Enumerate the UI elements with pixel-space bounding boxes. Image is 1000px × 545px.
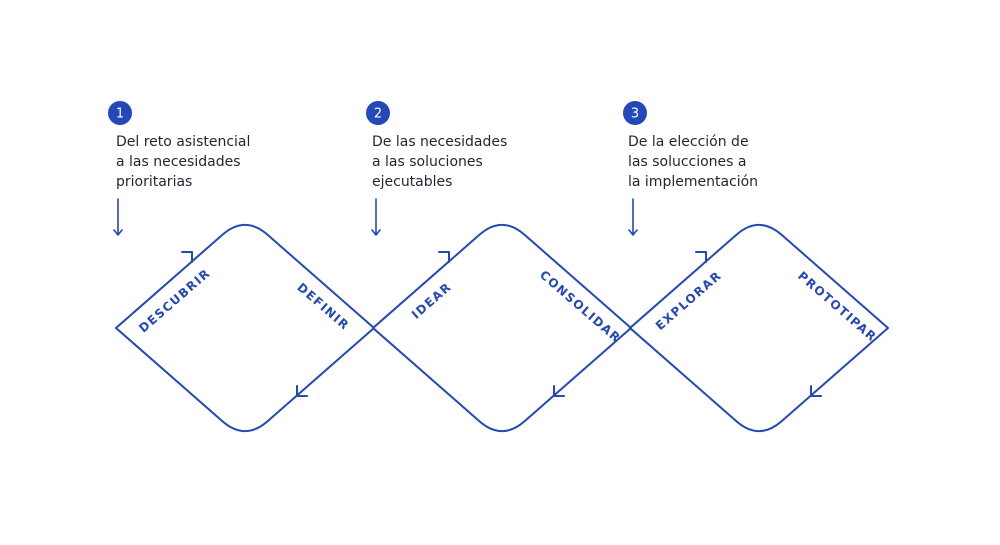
arrow-down-icon [371, 198, 381, 236]
arrow-down-left-icon [553, 385, 565, 397]
arrow-down-left-icon [810, 385, 822, 397]
step-2-text: De las necesidades a las soluciones ejec… [372, 134, 508, 190]
diamond-1 [115, 223, 375, 433]
phase-label-2-left: IDEAR [409, 280, 455, 322]
step-badge-2 [366, 101, 390, 125]
arrow-up-right-icon [695, 251, 707, 263]
phase-label-2-right: CONSOLIDAR [537, 268, 624, 346]
arrow-down-icon [628, 198, 638, 236]
arrow-down-icon [113, 198, 123, 236]
step-badge-1 [108, 101, 132, 125]
step-1-text: Del reto asistencial a las necesidades p… [116, 134, 251, 190]
step-badge-number-3: 3 [631, 107, 639, 122]
arrow-up-right-icon [181, 251, 193, 263]
arrow-down-left-icon [296, 385, 308, 397]
step-badge-number-1: 1 [116, 107, 124, 122]
step-badge-3 [623, 101, 647, 125]
diamond-2 [372, 223, 632, 433]
phase-label-1-right: DEFINIR [294, 280, 352, 333]
step-badge-number-2: 2 [374, 107, 382, 122]
phase-label-3-right: PROTOTIPAR [795, 269, 879, 345]
step-3-text: De la elección de las solucciones a la i… [628, 134, 759, 190]
arrow-up-right-icon [438, 251, 450, 263]
phase-label-3-left: EXPLORAR [653, 268, 725, 333]
diamond-3 [629, 223, 889, 433]
